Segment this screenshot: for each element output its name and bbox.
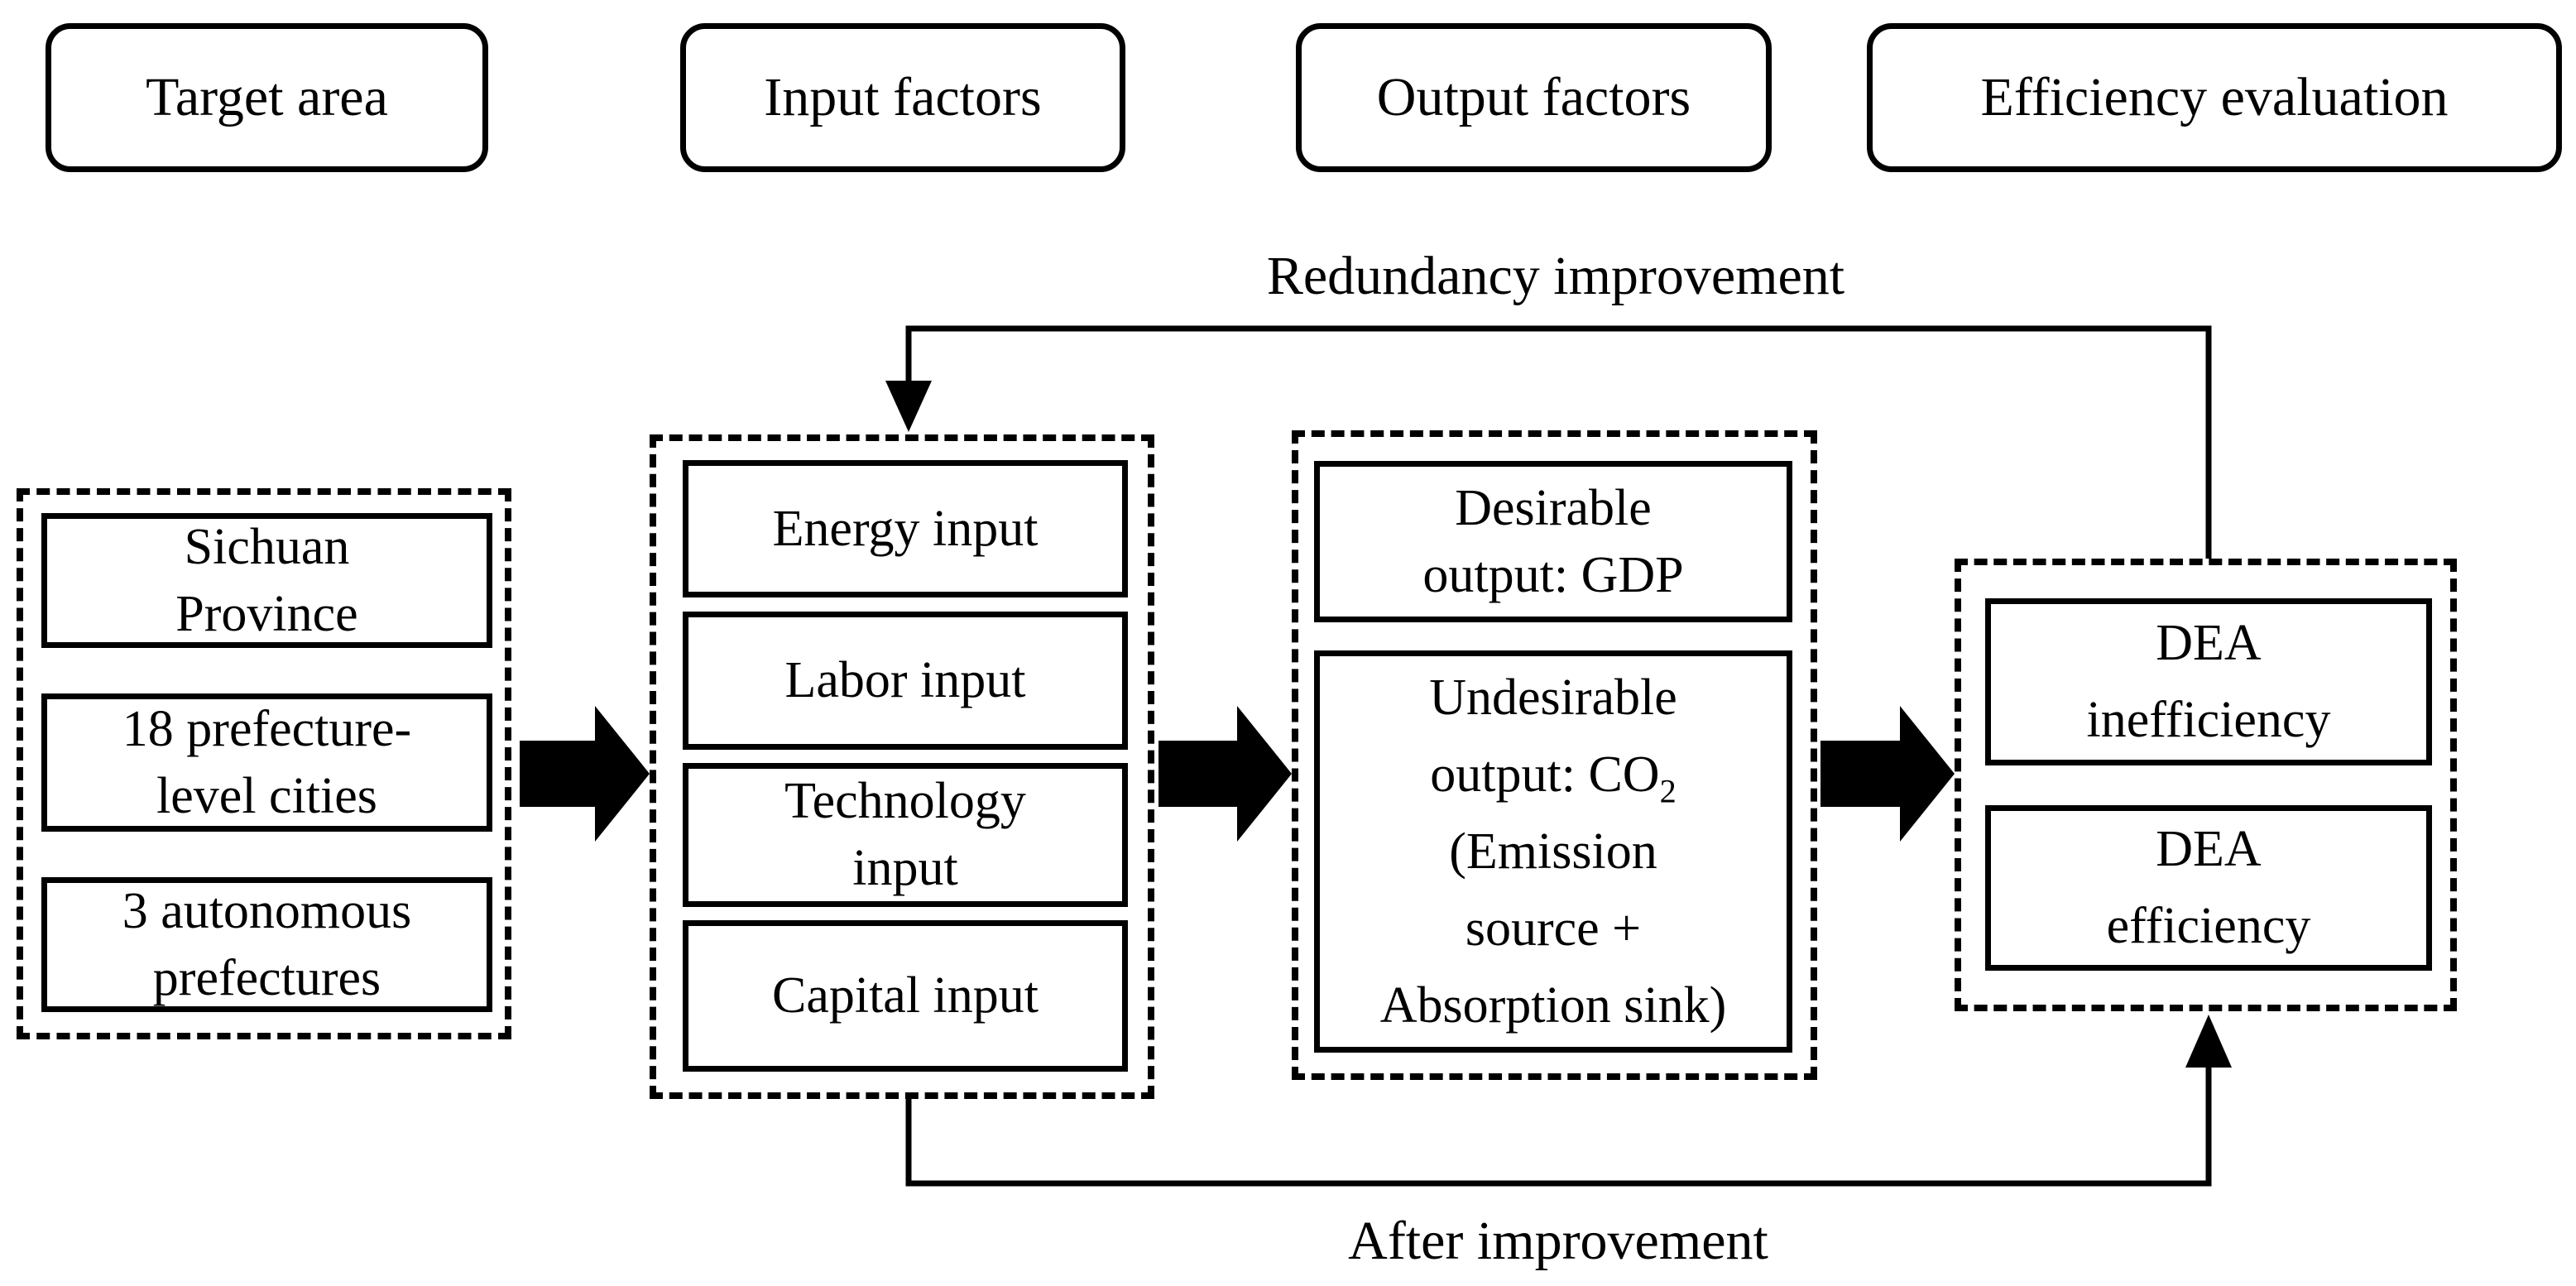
after-improvement-connector-line bbox=[905, 1066, 2212, 1187]
sichuan-province-label: Sichuan Province bbox=[175, 518, 358, 642]
technology-input-box: Technology input bbox=[683, 763, 1128, 907]
undesirable-output-box: Undesirable output: CO2 (Emission source… bbox=[1314, 650, 1792, 1053]
dea-efficiency-box: DEA efficiency bbox=[1985, 805, 2432, 971]
after-improvement-arrowhead-icon bbox=[2185, 1015, 2232, 1068]
undesirable-output-text-post: (Emission source + Absorption sink) bbox=[1379, 823, 1727, 1034]
autonomous-prefectures-box: 3 autonomous prefectures bbox=[41, 877, 492, 1012]
efficiency-evaluation-group-box bbox=[1955, 559, 2457, 1011]
labor-input-label: Labor input bbox=[784, 652, 1026, 709]
output-factors-group-box bbox=[1292, 430, 1817, 1080]
redundancy-arrowhead-icon bbox=[885, 381, 932, 432]
sichuan-province-box: Sichuan Province bbox=[41, 513, 492, 648]
energy-input-label: Energy input bbox=[772, 500, 1039, 557]
dea-inefficiency-label: DEA inefficiency bbox=[2086, 615, 2331, 748]
undesirable-output-co2-subscript: 2 bbox=[1659, 771, 1677, 809]
dea-efficiency-label: DEA efficiency bbox=[2106, 821, 2311, 954]
desirable-output-label: Desirable output: GDP bbox=[1422, 479, 1684, 603]
undesirable-output-text-pre: Undesirable output: CO bbox=[1429, 669, 1677, 803]
header-output-factors: Output factors bbox=[1296, 23, 1772, 172]
flow-arrow-output-to-efficiency-icon bbox=[1820, 706, 1955, 842]
after-improvement-label: After improvement bbox=[1348, 1211, 1768, 1271]
flow-arrow-target-to-input-icon bbox=[520, 706, 650, 842]
header-output-factors-label: Output factors bbox=[1376, 67, 1691, 127]
header-input-factors: Input factors bbox=[680, 23, 1125, 172]
redundancy-connector-line bbox=[905, 325, 2212, 559]
header-efficiency-evaluation-label: Efficiency evaluation bbox=[1980, 67, 2449, 127]
labor-input-box: Labor input bbox=[683, 612, 1128, 750]
undesirable-output-label: Undesirable output: CO2 (Emission source… bbox=[1380, 660, 1727, 1044]
redundancy-improvement-label: Redundancy improvement bbox=[1266, 246, 1845, 306]
capital-input-label: Capital input bbox=[771, 967, 1039, 1024]
prefecture-level-cities-box: 18 prefecture- level cities bbox=[41, 693, 492, 832]
header-target-area-label: Target area bbox=[146, 67, 388, 127]
technology-input-label: Technology input bbox=[784, 773, 1026, 896]
flow-arrow-input-to-output-icon bbox=[1158, 706, 1292, 842]
energy-input-box: Energy input bbox=[683, 460, 1128, 597]
dea-inefficiency-box: DEA inefficiency bbox=[1985, 598, 2432, 765]
desirable-output-box: Desirable output: GDP bbox=[1314, 461, 1792, 622]
target-area-group-box bbox=[17, 488, 511, 1039]
header-target-area: Target area bbox=[46, 23, 488, 172]
input-factors-group-box bbox=[650, 434, 1154, 1099]
header-input-factors-label: Input factors bbox=[764, 67, 1042, 127]
autonomous-prefectures-label: 3 autonomous prefectures bbox=[122, 882, 412, 1006]
header-efficiency-evaluation: Efficiency evaluation bbox=[1867, 23, 2562, 172]
prefecture-level-cities-label: 18 prefecture- level cities bbox=[122, 700, 412, 824]
capital-input-box: Capital input bbox=[683, 920, 1128, 1072]
